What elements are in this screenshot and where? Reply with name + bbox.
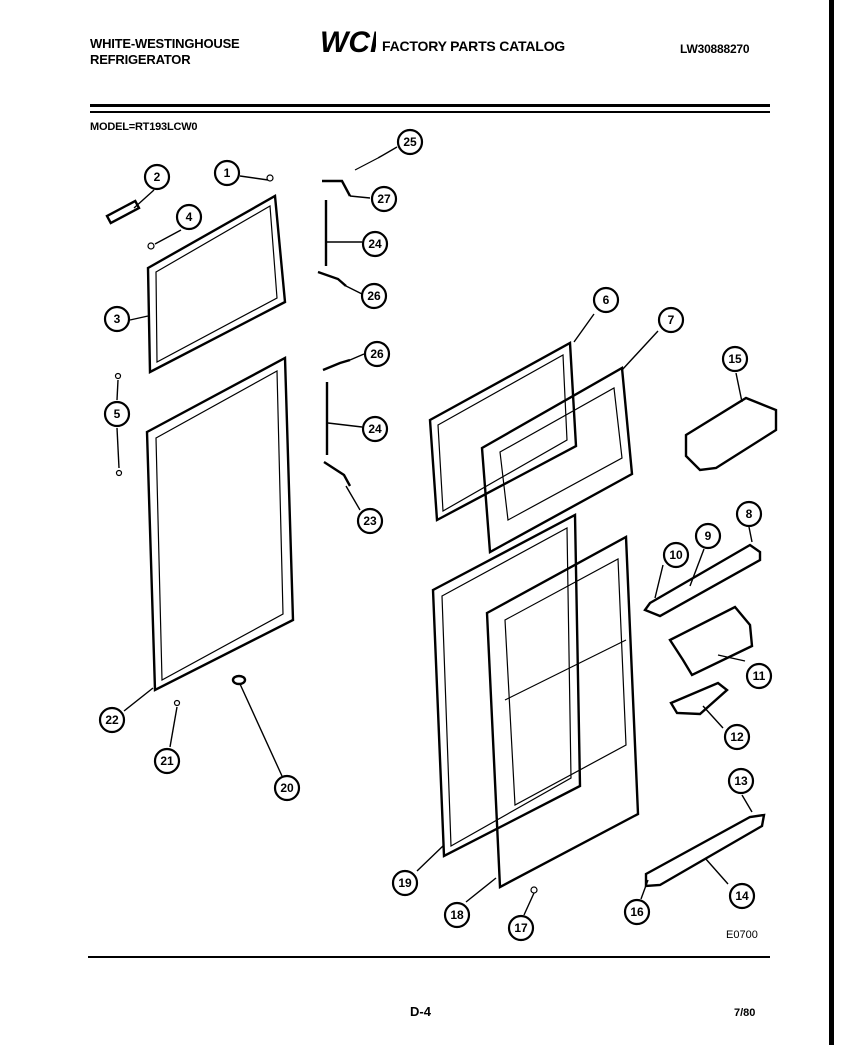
callout-21: 21 — [153, 747, 181, 775]
shelves-and-bins — [643, 396, 778, 888]
svg-text:17: 17 — [514, 921, 528, 935]
callout-9: 9 — [694, 522, 722, 550]
callout-22: 22 — [98, 706, 126, 734]
svg-text:21: 21 — [160, 754, 174, 768]
svg-text:23: 23 — [363, 514, 377, 528]
callout-26-upper: 26 — [360, 282, 388, 310]
leader-lines — [116, 146, 753, 916]
diagram-code: E0700 — [726, 929, 758, 941]
callout-24-upper: 24 — [361, 230, 389, 258]
svg-text:22: 22 — [105, 713, 119, 727]
callout-23: 23 — [356, 507, 384, 535]
model-number: MODEL=RT193LCW0 — [90, 121, 198, 133]
svg-text:5: 5 — [114, 407, 121, 421]
callout-12: 12 — [723, 723, 751, 751]
svg-text:3: 3 — [114, 312, 121, 326]
callout-16-lower: 16 — [623, 898, 651, 926]
svg-text:8: 8 — [746, 507, 753, 521]
callout-5: 5 — [103, 400, 131, 428]
callout-19: 19 — [391, 869, 419, 897]
callout-20: 20 — [273, 774, 301, 802]
svg-text:9: 9 — [705, 529, 712, 543]
svg-text:4: 4 — [186, 210, 193, 224]
callout-8: 8 — [735, 500, 763, 528]
svg-text:18: 18 — [450, 908, 464, 922]
callout-18: 18 — [443, 901, 471, 929]
logo-text: WCI — [320, 26, 376, 56]
callout-2: 2 — [143, 163, 171, 191]
svg-text:27: 27 — [377, 192, 391, 206]
callout-1: 1 — [213, 159, 241, 187]
svg-text:12: 12 — [730, 730, 744, 744]
svg-text:2: 2 — [154, 170, 161, 184]
fresh-food-door-gasket — [145, 356, 295, 692]
header-rule-thick — [90, 104, 770, 107]
svg-text:11: 11 — [753, 669, 766, 683]
catalog-title: FACTORY PARTS CATALOG — [382, 38, 565, 54]
svg-text:19: 19 — [398, 876, 412, 890]
document-number: LW30888270 — [680, 42, 750, 56]
svg-text:15: 15 — [728, 352, 742, 366]
callout-14: 14 — [728, 882, 756, 910]
callout-6: 6 — [592, 286, 620, 314]
callout-17: 17 — [507, 914, 535, 942]
callout-7: 7 — [657, 306, 685, 334]
callout-24-lower: 24 — [361, 415, 389, 443]
product-type: REFRIGERATOR — [90, 52, 191, 67]
callout-10: 10 — [662, 541, 690, 569]
callout-4: 4 — [175, 203, 203, 231]
callout-25: 25 — [396, 128, 424, 156]
callout-3: 3 — [103, 305, 131, 333]
svg-text:6: 6 — [603, 293, 610, 307]
svg-text:24: 24 — [368, 422, 382, 436]
lower-hinge-assembly — [322, 358, 352, 487]
svg-text:13: 13 — [734, 774, 748, 788]
fresh-food-door-panel — [431, 513, 640, 889]
svg-text:7: 7 — [668, 313, 675, 327]
svg-text:24: 24 — [368, 237, 382, 251]
revision-date: 7/80 — [734, 1007, 756, 1019]
callout-11: 11 — [745, 662, 773, 690]
callout-26-lower: 26 — [363, 340, 391, 368]
page-number: D-4 — [410, 1004, 431, 1019]
svg-text:16: 16 — [630, 905, 644, 919]
callout-27: 27 — [370, 185, 398, 213]
svg-text:26: 26 — [370, 347, 384, 361]
freezer-door-panel — [428, 341, 634, 554]
upper-hinge-assembly — [317, 157, 379, 287]
callout-15: 15 — [721, 345, 749, 373]
callout-13: 13 — [727, 767, 755, 795]
footer-rule — [88, 956, 770, 958]
small-parts — [105, 174, 538, 894]
header-rule-thin — [90, 111, 770, 113]
svg-text:1: 1 — [224, 166, 231, 180]
svg-text:10: 10 — [669, 548, 683, 562]
brand-name: WHITE-WESTINGHOUSE — [90, 36, 240, 51]
freezer-door-gasket — [146, 194, 287, 374]
svg-text:26: 26 — [367, 289, 381, 303]
svg-text:14: 14 — [735, 889, 749, 903]
svg-text:20: 20 — [280, 781, 294, 795]
wci-logo: WCI — [320, 26, 376, 56]
right-border — [829, 0, 834, 1045]
svg-text:25: 25 — [403, 135, 417, 149]
